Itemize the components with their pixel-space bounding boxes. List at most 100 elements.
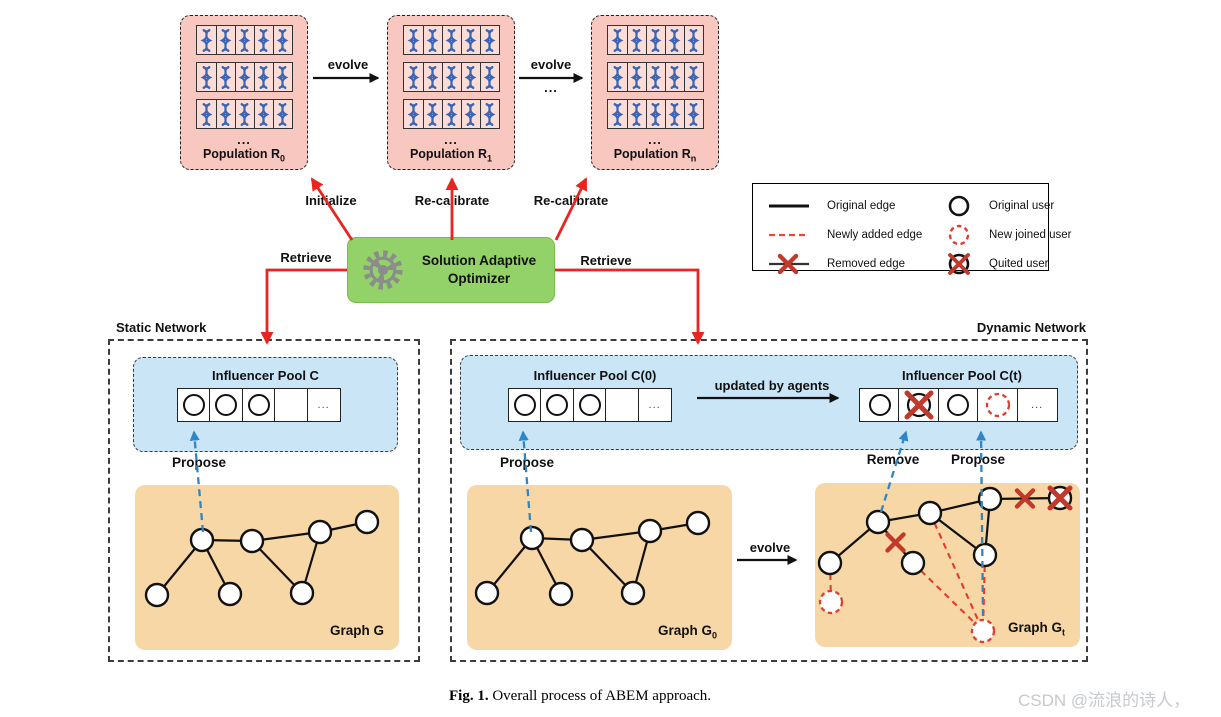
pool-cell-user (241, 388, 276, 422)
propose-label-static: Propose (171, 455, 226, 470)
pool-cell-quited (898, 388, 940, 422)
dna-icon (464, 102, 477, 126)
dna-icon (200, 102, 212, 126)
user-node (189, 527, 215, 553)
evolve-label-2: evolve (530, 57, 572, 72)
dna-icon (649, 102, 662, 126)
original-user-icon (546, 394, 569, 416)
chromosome-cell (215, 63, 235, 91)
quited-user-swatch (948, 253, 970, 275)
evolve-label-1: evolve (327, 57, 369, 72)
removed-edge-swatch (769, 253, 809, 275)
chromosome-row (402, 99, 500, 129)
recalibrate-right-label: Re-calibrate (533, 193, 609, 208)
pool-cell-empty (605, 388, 640, 422)
dna-icon (426, 65, 439, 89)
newly-added-edge-swatch (769, 233, 809, 237)
dna-icon (687, 65, 700, 89)
population-ellipsis: ... (237, 132, 251, 147)
dna-icon (276, 102, 289, 126)
user-node (289, 580, 315, 606)
removed-x-icon (885, 532, 906, 553)
dna-icon (483, 65, 496, 89)
original-user-icon (183, 394, 205, 416)
initialize-arrow (310, 177, 354, 241)
chromosome-cell (253, 100, 273, 128)
new-joined-user-swatch (948, 224, 970, 246)
chromosome-row (195, 99, 293, 129)
chromosome-cell (234, 26, 254, 54)
chromosome-cell (272, 63, 292, 91)
removed-x-icon (1047, 485, 1073, 511)
chromosome-cell (422, 26, 442, 54)
optimizer-label: Solution Adaptive Optimizer (421, 253, 537, 286)
new-joined-user-node (970, 618, 996, 644)
dna-icon (238, 28, 251, 52)
chromosome-cell (645, 26, 665, 54)
chromosome-cell (683, 100, 703, 128)
chromosome-cell (645, 63, 665, 91)
chromosome-cell (215, 26, 235, 54)
figure-number: Fig. 1. (449, 688, 489, 704)
user-node (144, 582, 170, 608)
chromosome-cell (460, 26, 480, 54)
chromosome-cell (272, 26, 292, 54)
user-node (519, 525, 545, 551)
pool-c0-title: Influencer Pool C(0) (533, 368, 657, 383)
dna-icon (668, 102, 681, 126)
new-edge (912, 562, 984, 632)
dynamic-network-title: Dynamic Network (976, 320, 1086, 335)
new-edge (929, 512, 984, 632)
dna-icon (445, 65, 458, 89)
user-node (217, 581, 243, 607)
chromosome-cell (196, 100, 216, 128)
dna-icon (464, 28, 477, 52)
chromosome-cell (422, 63, 442, 91)
dna-icon (611, 65, 623, 89)
user-node (354, 509, 380, 535)
graph-gt-label: Graph Gt (1007, 620, 1065, 638)
chromosome-row (606, 62, 704, 92)
propose-label-dynt: Propose (950, 452, 1005, 467)
user-node (685, 510, 711, 536)
optimizer-box: Solution Adaptive Optimizer (347, 237, 555, 303)
dna-icon (630, 102, 643, 126)
new-joined-user-node (818, 589, 844, 615)
legend-label: New joined user (989, 229, 1072, 241)
dna-icon (407, 65, 419, 89)
chromosome-row (402, 25, 500, 55)
population-box-r0: ... Population R0 (180, 15, 308, 170)
chromosome-row (195, 62, 293, 92)
pool-c0-cells: ... (508, 388, 672, 422)
legend-label: Quited user (989, 258, 1049, 270)
new-joined-user-icon (985, 392, 1010, 418)
chromosome-cell (607, 26, 627, 54)
chromosome-cell (460, 100, 480, 128)
dna-icon (426, 102, 439, 126)
chromosome-cell (479, 26, 499, 54)
user-node (569, 527, 595, 553)
population-box-rn: ... Population Rn (591, 15, 719, 170)
pool-cell-user (572, 388, 607, 422)
retrieve-right-arrow (555, 268, 705, 345)
dna-icon (668, 28, 681, 52)
dna-icon (238, 65, 251, 89)
chromosome-cell (403, 26, 423, 54)
evolve-label-dynamic: evolve (749, 540, 791, 555)
graph-g (144, 509, 380, 608)
chromosome-cell (196, 26, 216, 54)
pool-title: Influencer Pool C (212, 368, 319, 383)
chromosome-cell (479, 100, 499, 128)
graph-g-label: Graph G (329, 623, 384, 639)
chromosome-cell (234, 100, 254, 128)
influencer-pool-c: Influencer Pool C ... (133, 357, 398, 452)
retrieve-right-label: Retrieve (580, 253, 632, 268)
chromosome-cell (626, 100, 646, 128)
legend-label: Original user (989, 200, 1055, 212)
recalibrate-mid-label: Re-calibrate (414, 193, 490, 208)
original-user-icon (247, 394, 270, 416)
chromosome-cell (196, 63, 216, 91)
graph-g-box: Graph G (135, 485, 399, 650)
dna-icon (200, 65, 212, 89)
chromosome-cell (607, 63, 627, 91)
